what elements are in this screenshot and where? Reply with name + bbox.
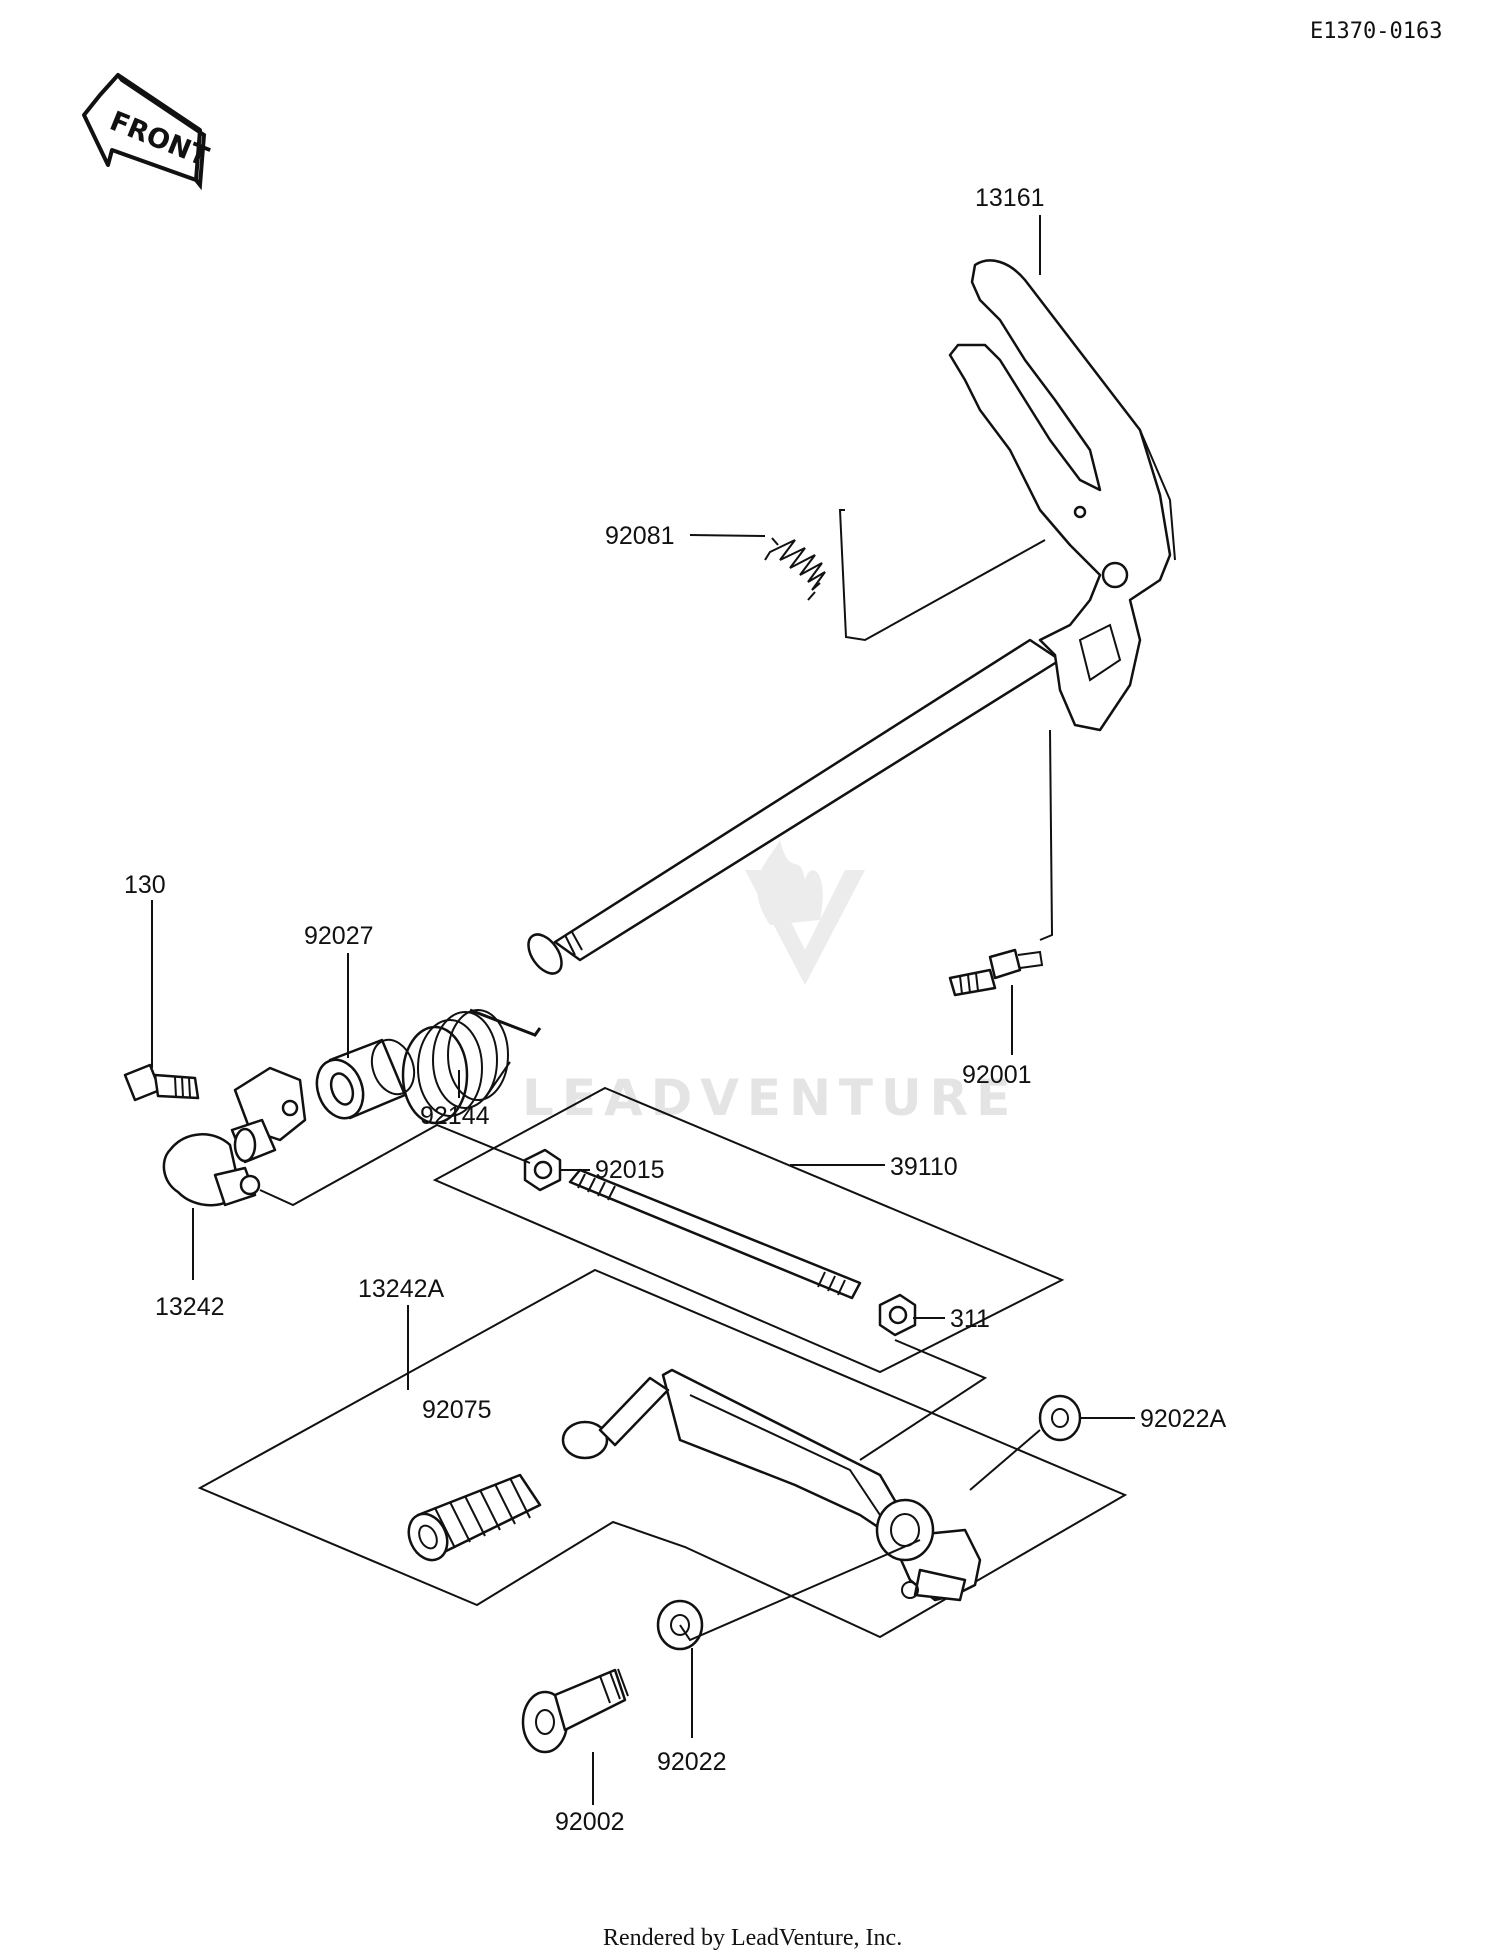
shift-pedal-box [197,1268,1128,1639]
leader-lines [151,215,1135,1805]
nut-311 [878,1293,917,1337]
part-label-92081[interactable]: 92081 [605,522,675,550]
watermark-text: LEADVENTURE [522,1069,1018,1127]
assembly-line-bolt-92001 [1039,729,1054,941]
document-id: E1370-0163 [1310,19,1442,44]
part-label-39110[interactable]: 39110 [890,1153,958,1181]
shift-arm [948,259,1176,732]
nut-92015 [523,1148,562,1192]
watermark: LEADVENTURE [522,840,1018,1127]
collar-92027 [315,1038,416,1120]
part-label-92027[interactable]: 92027 [304,922,374,950]
part-label-92022A[interactable]: 92022A [1140,1405,1227,1433]
pivot-bolt-92002 [521,1668,629,1754]
assembly-line-pedal-bolt [679,1539,921,1642]
part-label-13161[interactable]: 13161 [975,184,1045,212]
part-label-92015[interactable]: 92015 [595,1156,665,1184]
part-label-92022[interactable]: 92022 [657,1748,727,1776]
tie-rod-kit-box [432,1086,1065,1374]
assembly-line-pedal-washer [969,1429,1041,1491]
footer-credit: Rendered by LeadVenture, Inc. [603,1925,902,1951]
bolt-130 [123,1063,200,1102]
shift-lever-clamp-13242 [162,1066,307,1207]
part-label-13242A[interactable]: 13242A [358,1275,445,1303]
part-label-130[interactable]: 130 [124,871,166,899]
shift-pedal [561,1368,982,1602]
shift-shaft [527,638,1062,975]
assembly-line-clamp [259,1123,531,1207]
spring-92081 [764,537,826,601]
assembly-line-pedal-rod [859,1339,988,1461]
return-spring-92144 [401,1008,542,1125]
tie-rod [568,1168,862,1300]
part-label-92075[interactable]: 92075 [422,1396,492,1424]
bolt-92001 [948,948,1044,997]
part-label-92144[interactable]: 92144 [420,1102,490,1130]
washer-92022A [1038,1394,1082,1442]
front-arrow-icon: FRONT [82,73,213,191]
part-label-92001[interactable]: 92001 [962,1061,1032,1089]
assembly-line-spring [838,509,1046,642]
part-label-311[interactable]: 311 [950,1305,990,1333]
part-label-13242[interactable]: 13242 [155,1293,225,1321]
part-label-92002[interactable]: 92002 [555,1808,625,1836]
pedal-rubber-92075 [407,1473,542,1562]
